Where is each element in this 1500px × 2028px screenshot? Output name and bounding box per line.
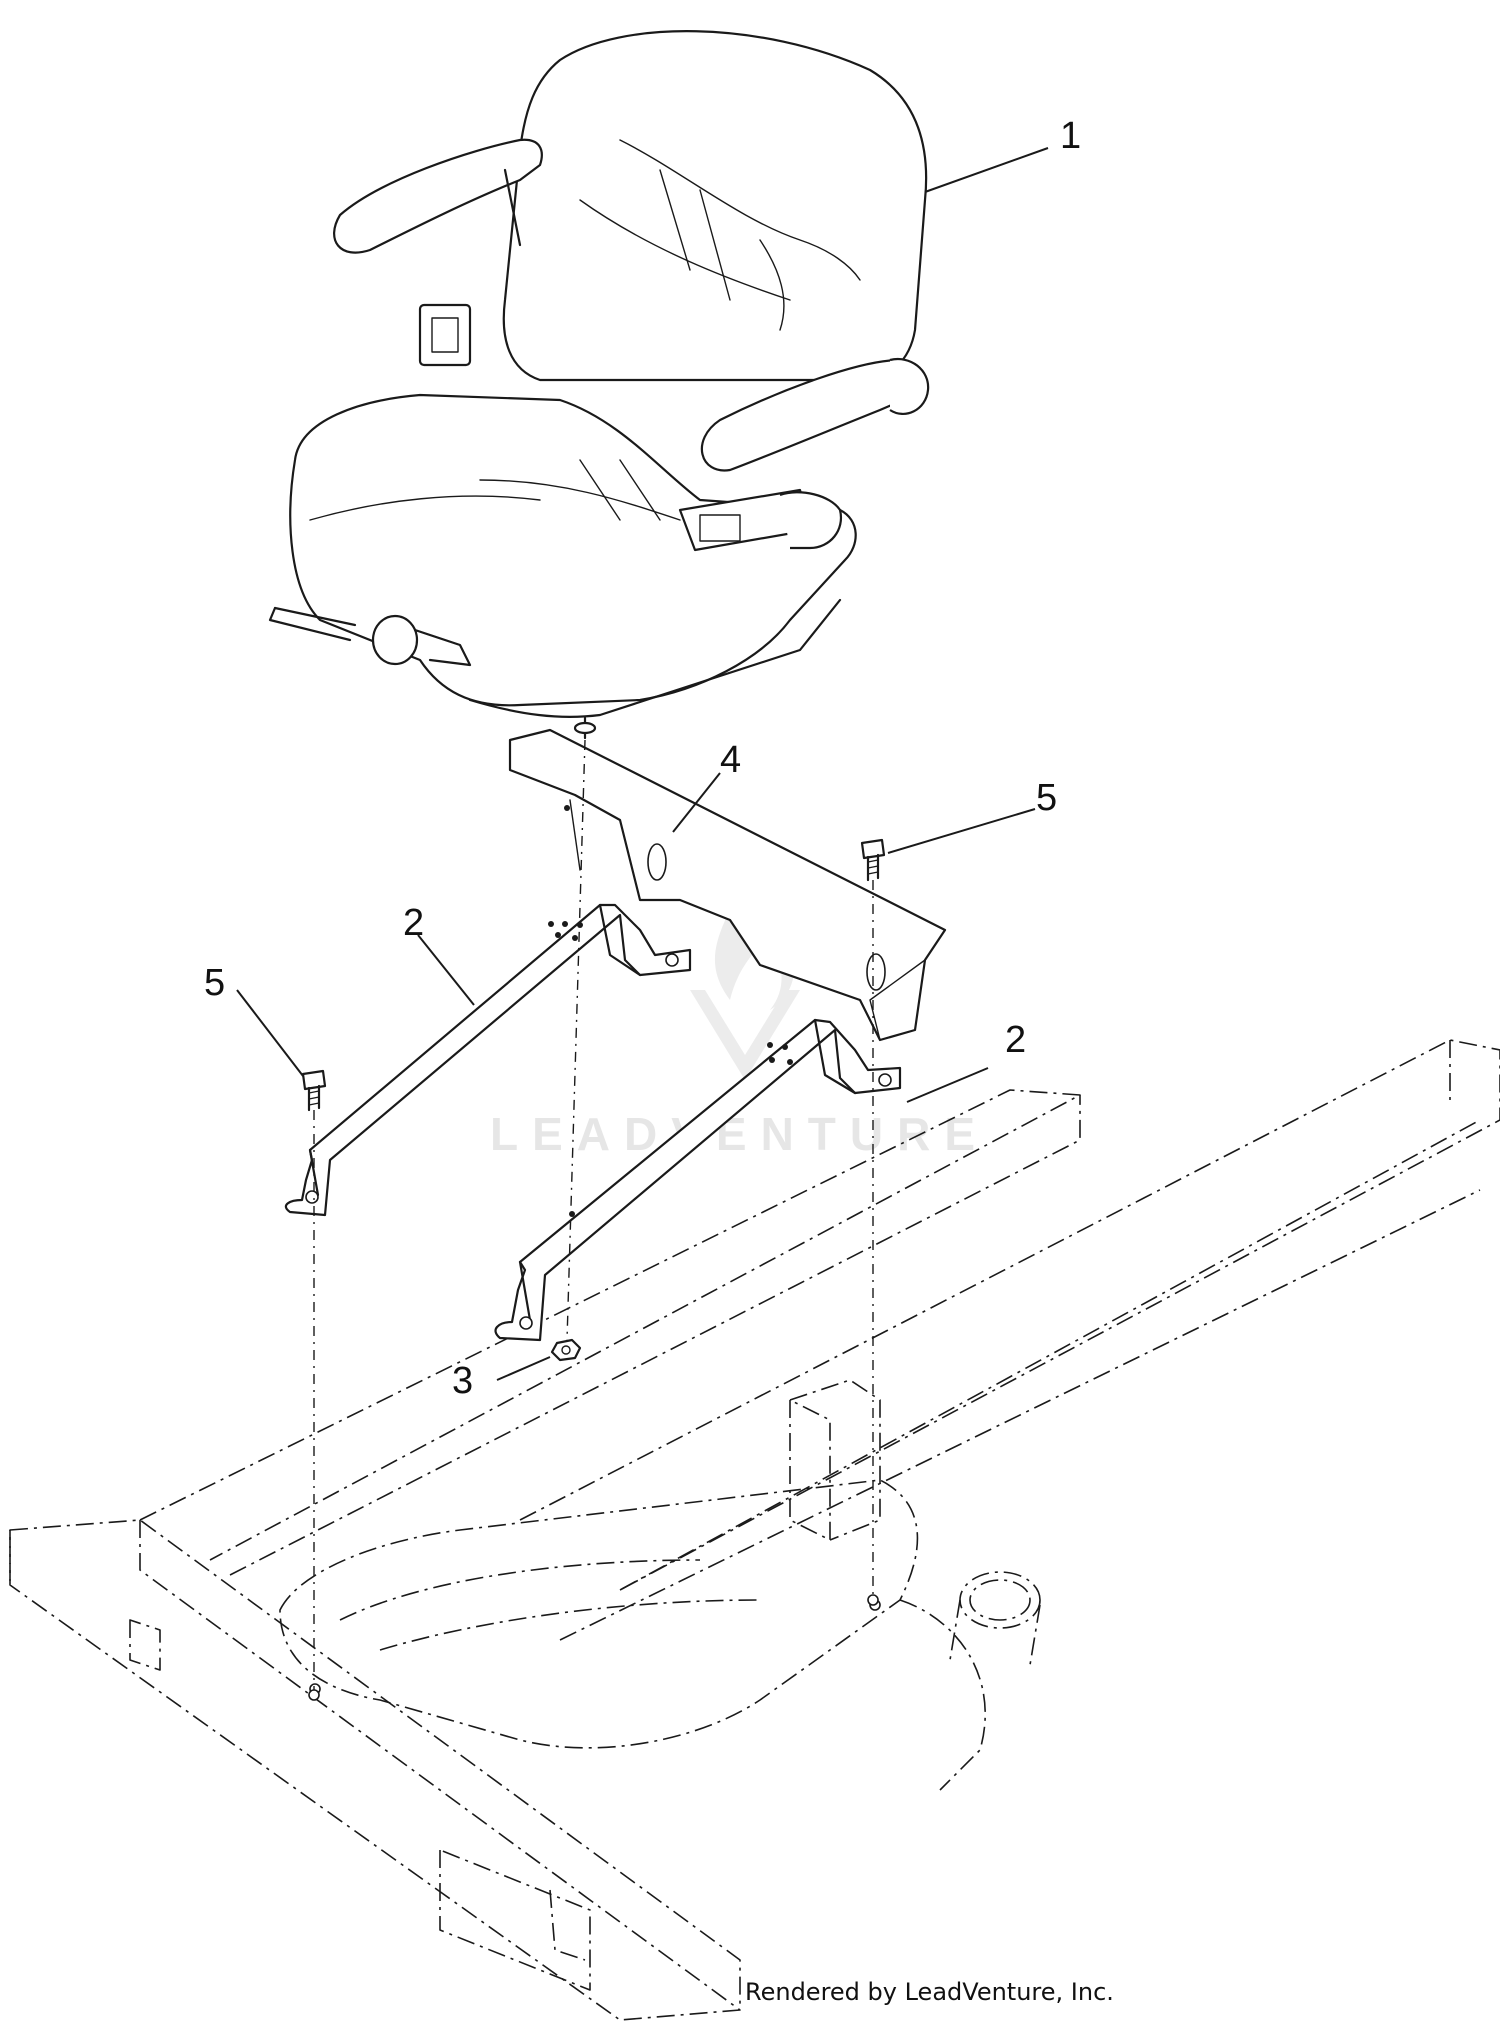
seat-rail-right bbox=[494, 1018, 902, 1342]
bolt-left bbox=[301, 1069, 327, 1112]
bolt-right bbox=[860, 838, 886, 882]
mower-frame bbox=[9, 1039, 1500, 2021]
seat-mounting-plate bbox=[508, 728, 947, 1042]
watermark-logo: LEADVENTURE bbox=[490, 880, 989, 1160]
callout-2-lower: 2 bbox=[1005, 1019, 1026, 1061]
seat-assembly bbox=[268, 30, 930, 740]
callout-2-upper: 2 bbox=[403, 902, 424, 944]
seat-rail-left bbox=[284, 903, 692, 1217]
callout-4: 4 bbox=[720, 739, 741, 781]
watermark-text: LEADVENTURE bbox=[490, 1108, 989, 1160]
callout-5-right: 5 bbox=[1036, 777, 1057, 819]
callout-5-left: 5 bbox=[204, 962, 225, 1004]
callout-3: 3 bbox=[452, 1360, 473, 1402]
assembly-centerlines bbox=[308, 739, 879, 1701]
render-credit: Rendered by LeadVenture, Inc. bbox=[745, 1978, 1114, 2006]
callout-labels: 1 2 2 3 4 5 5 bbox=[204, 115, 1081, 1402]
callout-1: 1 bbox=[1060, 115, 1081, 157]
leader-lines bbox=[236, 147, 1049, 1381]
nut bbox=[550, 1338, 582, 1362]
